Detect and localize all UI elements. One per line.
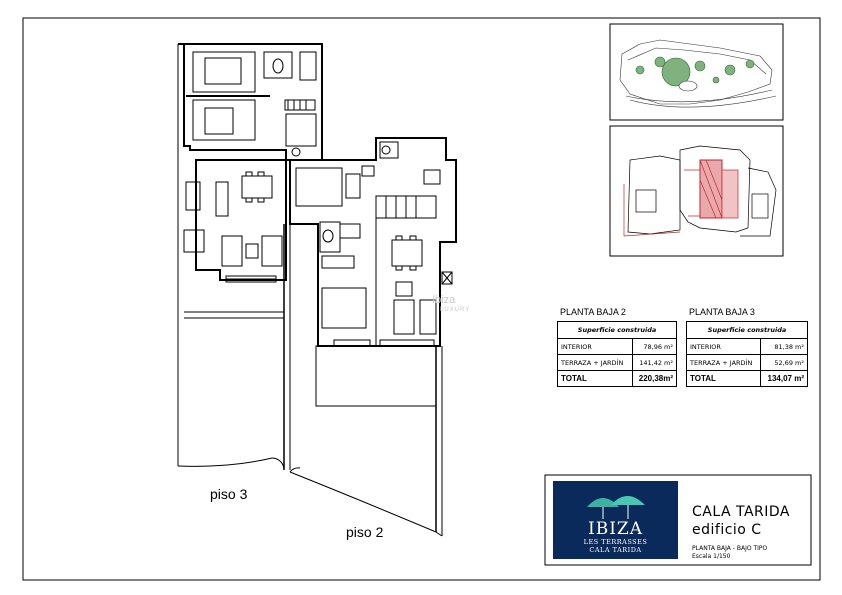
table-row-label: TERRAZA + JARDÍN bbox=[557, 354, 633, 371]
watermark-text: Ibiza bbox=[432, 294, 456, 306]
table-baja-2-title: PLANTA BAJA 2 bbox=[560, 307, 626, 317]
site-plan-frame bbox=[609, 23, 784, 121]
table-baja-2: Superficie construida INTERIOR 78,96 m² … bbox=[557, 321, 678, 387]
watermark: Ibiza bbox=[432, 294, 455, 306]
table-row-label: INTERIOR bbox=[685, 338, 762, 355]
table-baja-3-title: PLANTA BAJA 3 bbox=[689, 307, 755, 317]
bed-1 bbox=[204, 57, 242, 85]
bed-3 bbox=[295, 167, 343, 207]
table-row-value: 81,38 m² bbox=[760, 338, 808, 355]
bed-4 bbox=[321, 287, 367, 329]
project-building: edificio C bbox=[692, 522, 762, 538]
project-name: CALA TARIDA bbox=[692, 504, 791, 520]
table-row-label: TOTAL bbox=[685, 370, 762, 387]
key-plan bbox=[623, 145, 777, 237]
project-floor: PLANTA BAJA - BAJO TIPO bbox=[692, 545, 768, 552]
table-row-label: TOTAL bbox=[557, 370, 633, 387]
dining-table-2 bbox=[391, 239, 423, 267]
table-row-label: TERRAZA + JARDÍN bbox=[685, 354, 762, 371]
apartment-piso-2 bbox=[289, 137, 457, 537]
logo-main: IBIZA bbox=[587, 519, 643, 539]
logo: IBIZA LES TERRASSES CALA TARIDA bbox=[553, 481, 678, 559]
watermark-subtext: LUXURY bbox=[440, 307, 471, 313]
sofa-3a bbox=[221, 235, 243, 267]
table-row-value: 141,42 m² bbox=[631, 354, 678, 371]
logo-line-2: CALA TARIDA bbox=[589, 546, 642, 554]
title-block-frame bbox=[544, 474, 812, 566]
table-row-value: 52,69 m² bbox=[760, 354, 808, 371]
table-baja-3-header: Superficie construida bbox=[686, 321, 808, 339]
site-plan bbox=[619, 39, 777, 108]
bed-2 bbox=[204, 107, 234, 135]
table-row-value: 78,96 m² bbox=[631, 338, 678, 355]
sofa-2b bbox=[419, 299, 437, 335]
label-piso-2: piso 2 bbox=[346, 524, 384, 540]
umbrella-icon bbox=[587, 496, 645, 519]
sofa-2a bbox=[393, 299, 415, 335]
table-baja-2-header: Superficie construida bbox=[557, 321, 677, 339]
key-plan-frame bbox=[609, 125, 784, 257]
table-row-label: INTERIOR bbox=[557, 338, 633, 355]
table-baja-3: Superficie construida INTERIOR 81,38 m² … bbox=[685, 321, 808, 387]
logo-line-1: LES TERRASSES bbox=[583, 538, 648, 546]
sofa-3b bbox=[261, 235, 283, 267]
table-row-value: 220,38m² bbox=[631, 370, 678, 387]
label-piso-3: piso 3 bbox=[210, 486, 248, 502]
sheet-border bbox=[22, 17, 821, 581]
apartment-piso-3 bbox=[177, 43, 323, 471]
dining-table-3 bbox=[241, 175, 273, 199]
table-row-value: 134,07 m² bbox=[760, 370, 808, 387]
project-scale: Escala 1/150 bbox=[692, 553, 731, 560]
